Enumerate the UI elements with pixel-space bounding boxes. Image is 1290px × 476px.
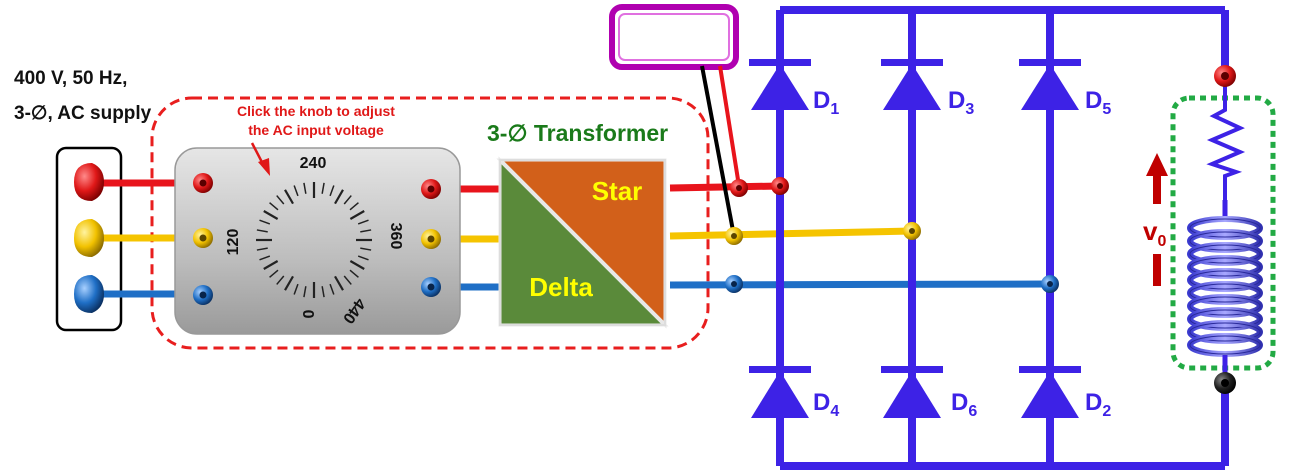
delta-label: Delta	[529, 272, 593, 302]
dial-tick	[334, 275, 344, 291]
variac-terminals	[193, 173, 441, 305]
knob-hint: Click the knob to adjust the AC input vo…	[237, 103, 395, 176]
supply-terminals	[74, 163, 104, 313]
dial-label-120: 120	[225, 229, 242, 256]
coil-turn-edge	[1189, 335, 1261, 355]
supply-label: 400 V, 50 Hz, 3-∅, AC supply	[14, 68, 152, 124]
dial-label-240: 240	[300, 155, 327, 172]
hint-arrow-head	[258, 158, 270, 176]
diode-labels: D1 D3 D5 D4 D6 D2	[813, 87, 1111, 420]
output-arrow-shaft	[1153, 174, 1161, 204]
output-voltage-label: v0	[1143, 216, 1166, 250]
dial-label-0: 0	[301, 309, 318, 318]
dial-tick	[256, 229, 268, 233]
supply-terminal-r	[74, 163, 104, 201]
dial-tick	[360, 247, 372, 251]
knob-hint-line2: the AC input voltage	[248, 122, 384, 138]
supply-terminal-y	[74, 219, 104, 257]
dial-tick	[349, 210, 365, 220]
meter-lead-black	[700, 65, 736, 237]
dial-tick	[263, 260, 279, 270]
knob-hint-line1: Click the knob to adjust	[237, 103, 395, 119]
coil-turn-edge	[1189, 244, 1261, 264]
dial-tick	[329, 283, 335, 295]
diodes	[749, 59, 1081, 418]
coil-turn-edge	[1189, 270, 1261, 290]
dial-tick	[357, 219, 369, 225]
diode-label-d1: D1	[813, 87, 839, 118]
diode-d4	[749, 366, 811, 418]
dial-tick	[293, 283, 299, 295]
output-arrow-tail	[1153, 254, 1161, 286]
output-arrow-head	[1146, 153, 1168, 176]
dial-tick	[269, 202, 279, 211]
dial-tick	[284, 275, 294, 291]
coil-turn-edge	[1189, 309, 1261, 329]
diode-d6	[881, 366, 943, 418]
dial-tick	[343, 195, 352, 205]
dial-tick	[259, 255, 271, 261]
coil-turn-edge	[1189, 283, 1261, 303]
dial-tick	[256, 247, 268, 251]
measurement-meter[interactable]	[609, 4, 739, 70]
diode-d2	[1019, 366, 1081, 418]
diode-label-d5: D5	[1085, 87, 1111, 118]
supply-terminal-b	[74, 275, 104, 313]
dial-tick	[321, 286, 325, 298]
transformer-title: 3-∅ Transformer	[487, 120, 668, 146]
coil-turn-edge	[1189, 296, 1261, 316]
dial-tick	[276, 195, 285, 205]
dial-label-360: 360	[387, 223, 404, 250]
coil-turn-edge	[1189, 257, 1261, 277]
coil-turn-edge	[1189, 231, 1261, 251]
dial-tick	[284, 189, 294, 205]
diode-d3	[881, 59, 943, 110]
dial-tick	[349, 269, 359, 278]
dial-tick	[276, 275, 285, 285]
load-inductor	[1187, 200, 1263, 380]
dial-tick	[303, 286, 307, 298]
meter-lead-red	[718, 65, 741, 187]
dial-tick	[349, 202, 359, 211]
dial-tick	[357, 255, 369, 261]
dial-tick	[321, 182, 325, 194]
transformer-block: Star Delta	[496, 156, 669, 329]
dial-tick	[343, 275, 352, 285]
dial-tick	[269, 269, 279, 278]
dial-tick	[329, 185, 335, 197]
diode-d5	[1019, 59, 1081, 110]
supply-label-line1: 400 V, 50 Hz,	[14, 68, 127, 89]
star-label: Star	[592, 176, 643, 206]
variac-box	[174, 147, 461, 335]
load-terminals	[1214, 65, 1236, 394]
diode-label-d2: D2	[1085, 389, 1111, 420]
diode-label-d4: D4	[813, 389, 839, 420]
dial-tick	[349, 260, 365, 270]
dial-tick	[263, 210, 279, 220]
dial-tick	[259, 219, 271, 225]
diode-label-d6: D6	[951, 389, 977, 420]
bridge-junctions	[725, 177, 1059, 293]
dial-tick	[334, 189, 344, 205]
coil-turn-edge	[1189, 322, 1261, 342]
diode-d1	[749, 59, 811, 110]
output-voltage-indicator: v0	[1143, 153, 1168, 286]
load-resistor	[1206, 82, 1246, 206]
supply-label-line2: 3-∅, AC supply	[14, 103, 152, 124]
dial-tick	[360, 229, 372, 233]
variac-outline	[150, 96, 710, 350]
coil-turn-edge	[1189, 218, 1261, 238]
dial-ticks	[256, 182, 372, 298]
dial-tick	[293, 185, 299, 197]
dial-tick	[303, 182, 307, 194]
diode-label-d3: D3	[948, 87, 974, 118]
